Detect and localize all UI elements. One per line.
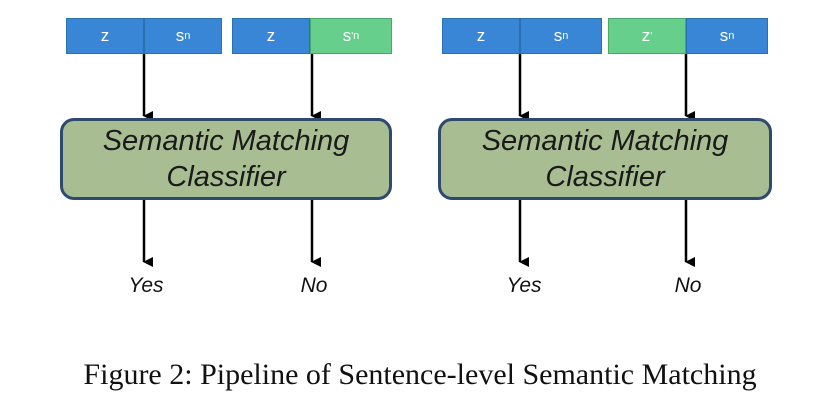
classifier-line1: Semantic Matching — [102, 125, 350, 157]
right-token-z-prime: z' — [608, 18, 686, 54]
token-superscript: ' — [650, 30, 653, 42]
token-subscript: n — [728, 30, 735, 42]
token-label: s — [175, 26, 185, 45]
token-subscript: n — [184, 30, 191, 42]
token-label: s — [719, 26, 729, 45]
left-token-z-2: z — [232, 18, 310, 54]
left-token-z-1: z — [66, 18, 144, 54]
token-label: z — [266, 26, 276, 45]
classifier-line2: Classifier — [545, 161, 665, 193]
token-label: z — [641, 26, 651, 45]
left-output-no: No — [300, 274, 328, 297]
token-label: s — [553, 26, 563, 45]
token-label: s — [342, 26, 352, 45]
token-subscript: n — [353, 30, 360, 42]
token-superscript: ' — [351, 30, 354, 42]
classifier-line1: Semantic Matching — [481, 125, 729, 157]
right-classifier-box: Semantic Matching Classifier — [438, 118, 772, 200]
right-token-z-1: z — [442, 18, 520, 54]
right-output-no: No — [674, 274, 702, 297]
left-classifier-box: Semantic Matching Classifier — [60, 118, 392, 200]
right-output-yes: Yes — [506, 274, 542, 297]
token-subscript: n — [562, 30, 569, 42]
token-label: z — [100, 26, 110, 45]
token-label: z — [476, 26, 486, 45]
figure-caption: Figure 2: Pipeline of Sentence-level Sem… — [83, 358, 757, 391]
left-token-sn-prime: s'n — [310, 18, 392, 54]
left-output-yes: Yes — [128, 274, 164, 297]
classifier-line2: Classifier — [166, 161, 286, 193]
